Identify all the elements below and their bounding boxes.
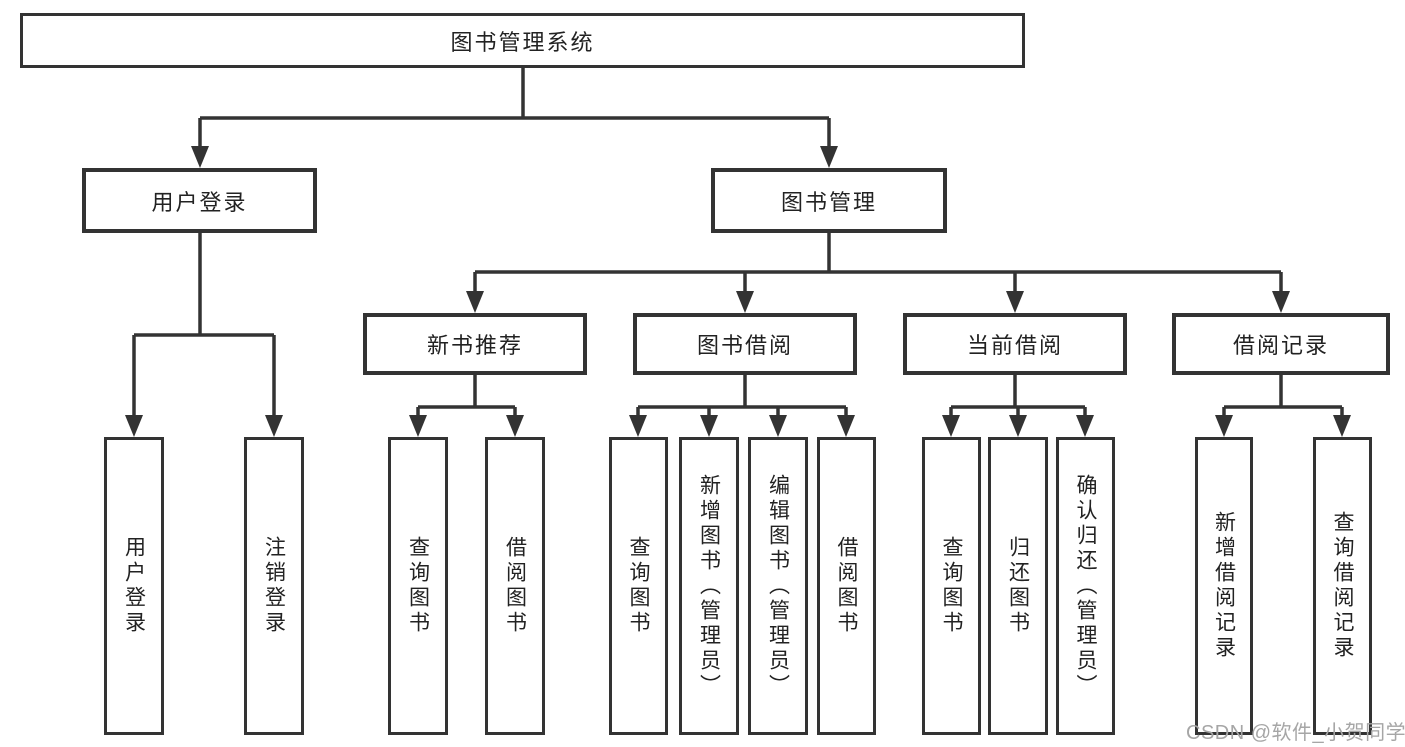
node-query-books-current: 查询图书 [922, 437, 981, 735]
watermark-text: CSDN @软件_小贺同学 [1186, 722, 1405, 744]
node-borrow-books-leaf: 借阅图书 [817, 437, 876, 735]
node-current-borrow: 当前借阅 [903, 313, 1127, 375]
node-borrow-books-recommend: 借阅图书 [485, 437, 545, 735]
node-library-system: 图书管理系统 [20, 13, 1025, 68]
node-confirm-return-admin: 确认归还（管理员） [1056, 437, 1115, 735]
node-return-books: 归还图书 [988, 437, 1048, 735]
node-user-login: 用户登录 [82, 168, 317, 233]
node-user-login-leaf: 用户登录 [104, 437, 164, 735]
node-add-book-admin: 新增图书（管理员） [679, 437, 739, 735]
node-add-borrow-record: 新增借阅记录 [1195, 437, 1253, 735]
node-borrow-records: 借阅记录 [1172, 313, 1390, 375]
node-book-management: 图书管理 [711, 168, 947, 233]
node-query-borrow-record: 查询借阅记录 [1313, 437, 1372, 735]
node-query-books-recommend: 查询图书 [388, 437, 448, 735]
node-query-books-borrow: 查询图书 [609, 437, 668, 735]
node-new-book-recommend: 新书推荐 [363, 313, 587, 375]
node-logout-leaf: 注销登录 [244, 437, 304, 735]
node-edit-book-admin: 编辑图书（管理员） [748, 437, 808, 735]
node-book-borrow: 图书借阅 [633, 313, 857, 375]
